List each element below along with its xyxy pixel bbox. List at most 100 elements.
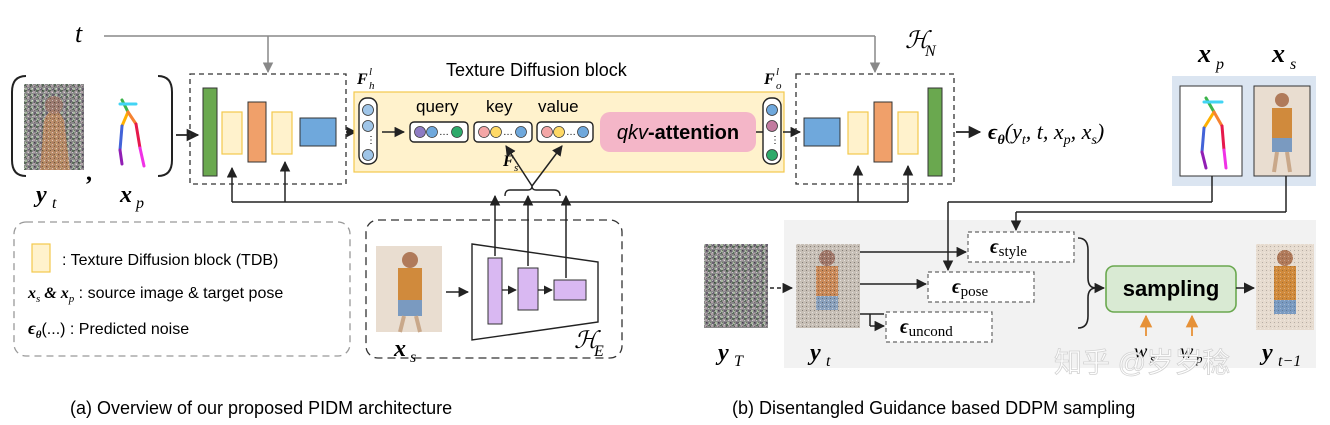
x-p-label-right: x p	[1197, 39, 1224, 73]
svg-text:p: p	[135, 195, 144, 212]
unet-green-layer-2	[927, 87, 943, 177]
w-s-label: w s	[1134, 341, 1155, 366]
svg-text:s: s	[1150, 351, 1155, 366]
output-formula: ϵθ(yt, t, xp, xs)	[988, 119, 1104, 148]
svg-text:p: p	[1215, 56, 1224, 73]
weight-arrows	[1139, 314, 1199, 336]
eps-pose-box	[927, 271, 1035, 303]
svg-text:⋮: ⋮	[366, 135, 376, 146]
svg-text:s: s	[514, 162, 518, 174]
unet-tdb-4	[897, 111, 919, 155]
svg-text:…: …	[439, 127, 449, 138]
svg-text:l: l	[369, 66, 372, 78]
query-label: query	[416, 97, 459, 116]
t-label: t	[75, 19, 83, 48]
svg-text:…: …	[503, 127, 513, 138]
source-image-left	[376, 246, 442, 333]
svg-text:y: y	[807, 340, 821, 366]
svg-text:p: p	[1195, 351, 1203, 366]
x-p-label: x p	[119, 182, 144, 212]
unet-green-layer-1	[202, 87, 218, 177]
unet-blue-layer-2	[803, 117, 841, 147]
query-tokens: …	[409, 121, 469, 143]
w-p-label: w p	[1180, 341, 1203, 366]
unet-orange-layer-1	[247, 101, 267, 163]
svg-text:F: F	[356, 71, 368, 88]
y-t-label: y t	[33, 182, 57, 212]
svg-text:w: w	[1180, 341, 1194, 363]
encoder-box	[365, 219, 623, 359]
svg-text:F: F	[502, 153, 514, 170]
y-T-label: y T	[715, 340, 744, 370]
encoder-layer-3	[553, 279, 587, 301]
legend-xs-xp: xs & xp : source image & target pose	[27, 285, 283, 305]
svg-text:x: x	[1197, 39, 1211, 68]
legend-box	[13, 221, 351, 357]
svg-text:o: o	[776, 80, 782, 92]
encoder-layer-2	[517, 267, 539, 311]
svg-text:t: t	[52, 195, 57, 212]
eps-pose-label: ϵpose	[952, 276, 988, 300]
svg-text:h: h	[369, 80, 375, 92]
eps-uncond-box	[885, 311, 993, 343]
svg-text:F: F	[763, 71, 775, 88]
f-h-label: F l h	[356, 66, 375, 92]
svg-text:T: T	[734, 353, 744, 370]
encoder-layer-1	[487, 257, 503, 325]
value-label: value	[538, 97, 579, 116]
watermark: 知乎 @岁岁稔	[1054, 347, 1230, 378]
svg-text:ℋ: ℋ	[905, 28, 932, 54]
unet-left-box	[189, 73, 347, 185]
caption-a: (a) Overview of our proposed PIDM archit…	[70, 398, 452, 418]
t-line	[104, 35, 881, 74]
f-s-arrows	[505, 145, 563, 187]
source-image-right	[1253, 85, 1311, 177]
eps-style-box	[967, 231, 1075, 263]
f-h-tokens: ⋮	[358, 97, 378, 165]
y-t-minus-1-label: y t−1	[1259, 340, 1301, 370]
unet-tdb-1	[221, 111, 243, 155]
key-label: key	[486, 97, 513, 116]
legend-tdb-swatch	[31, 243, 51, 273]
comma: ,	[86, 160, 92, 186]
svg-text:t: t	[826, 353, 831, 370]
svg-text:s: s	[410, 349, 416, 366]
svg-text:x: x	[119, 182, 132, 208]
f-o-label: F l o	[763, 66, 782, 92]
noisy-sample-image	[796, 244, 860, 328]
svg-text:t−1: t−1	[1278, 353, 1301, 370]
tdb-title: Texture Diffusion block	[446, 60, 628, 80]
svg-text:y: y	[715, 340, 729, 366]
denoised-output-image	[1256, 244, 1314, 330]
svg-text:x: x	[1271, 39, 1285, 68]
value-tokens: …	[536, 121, 594, 143]
svg-text:x: x	[393, 336, 406, 362]
svg-text:ℋ: ℋ	[574, 328, 601, 354]
h-n-label: ℋ N	[905, 28, 937, 60]
svg-text:s: s	[1290, 56, 1296, 73]
svg-text:⋮: ⋮	[770, 135, 780, 146]
qkv-attention-box	[600, 112, 756, 152]
x-s-label-encoder: x s	[393, 336, 416, 366]
svg-text:w: w	[1134, 341, 1148, 363]
qkv-attention-label: qkv-attention	[617, 122, 739, 144]
f-o-tokens: ⋮	[762, 97, 782, 165]
input-bracket	[11, 75, 173, 177]
svg-text:l: l	[776, 66, 779, 78]
svg-text:N: N	[924, 43, 937, 60]
eps-style-label: ϵstyle	[990, 236, 1027, 260]
pose-skeleton-small	[118, 98, 146, 168]
condition-to-style-lines	[942, 176, 1287, 272]
x-s-label-right: x s	[1271, 39, 1296, 73]
unet-orange-layer-2	[873, 101, 893, 163]
svg-text:E: E	[593, 343, 604, 360]
legend-tdb-text: : Texture Diffusion block (TDB)	[62, 252, 278, 269]
svg-text:y: y	[33, 182, 47, 208]
sampling-box	[1105, 265, 1237, 313]
pose-image-box	[1179, 85, 1243, 177]
encoder-up-arrows	[489, 194, 572, 278]
pose-skeleton-large	[1200, 96, 1228, 170]
noisy-to-eps-lines	[860, 246, 968, 332]
sampling-label: sampling	[1123, 276, 1220, 301]
